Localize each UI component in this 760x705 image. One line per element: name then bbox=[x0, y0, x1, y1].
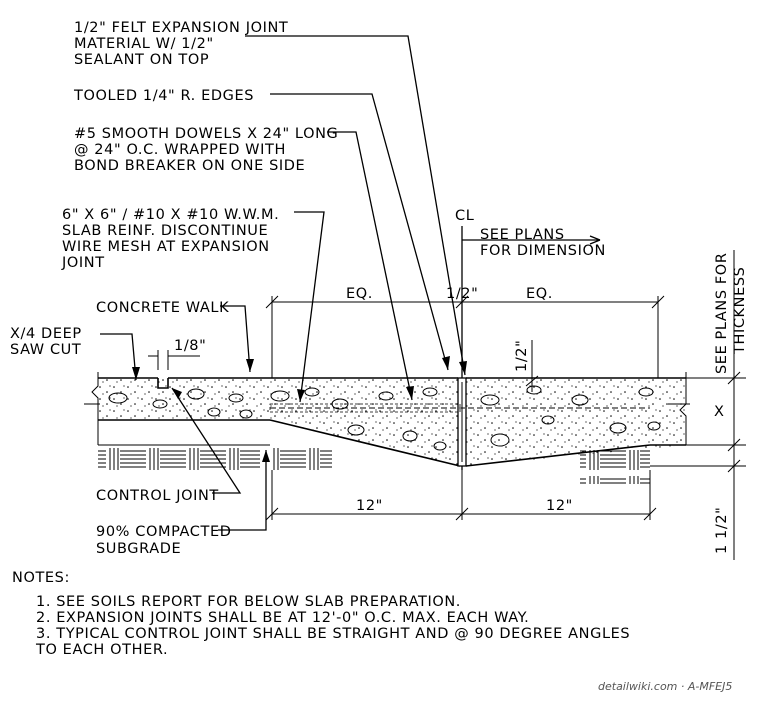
see-plans-line-1: SEE PLANS bbox=[480, 227, 565, 243]
wwm-line-2: SLAB REINF. DISCONTINUE bbox=[62, 223, 268, 239]
subgrade-hatch bbox=[98, 446, 650, 484]
note-3: 3. TYPICAL CONTROL JOINT SHALL BE STRAIG… bbox=[36, 626, 630, 642]
half-inch-top-label: 1/2" bbox=[446, 286, 478, 302]
twelve-left-label: 12" bbox=[356, 498, 383, 514]
leader-lines bbox=[100, 35, 601, 531]
concrete-walk-leader bbox=[220, 305, 251, 373]
thickness-line-2: THICKNESS bbox=[732, 267, 748, 356]
dowels-callout: #5 SMOOTH DOWELS X 24" LONG @ 24" O.C. W… bbox=[74, 126, 338, 174]
dimension-lines bbox=[265, 250, 746, 560]
twelve-right-label: 12" bbox=[546, 498, 573, 514]
notes-heading: NOTES: bbox=[12, 570, 70, 586]
subgrade-line-1: 90% COMPACTED bbox=[96, 524, 231, 540]
watermark: detailwiki.com · A-MFEJ5 bbox=[598, 680, 732, 693]
eq-left-label: EQ. bbox=[346, 286, 373, 302]
note-3-continued: TO EACH OTHER. bbox=[35, 642, 168, 658]
dowel-bar bbox=[269, 403, 461, 413]
wwm-line-3: WIRE MESH AT EXPANSION bbox=[62, 239, 270, 255]
concrete-walk-label: CONCRETE WALK bbox=[96, 300, 229, 316]
dowels-leader bbox=[327, 131, 413, 401]
see-plans-arrow-b bbox=[589, 239, 601, 245]
see-plans-arrow-a bbox=[589, 235, 601, 241]
dowels-line-3: BOND BREAKER ON ONE SIDE bbox=[74, 158, 305, 174]
saw-cut-line-1: X/4 DEEP bbox=[10, 326, 82, 342]
see-plans-thickness-callout: SEE PLANS FOR THICKNESS bbox=[714, 253, 748, 375]
saw-cut-callout: X/4 DEEP SAW CUT bbox=[10, 326, 82, 358]
control-joint-leader bbox=[171, 387, 242, 494]
wwm-callout: 6" X 6" / #10 X #10 W.W.M. SLAB REINF. D… bbox=[61, 207, 279, 271]
eighth-inch-label: 1/8" bbox=[174, 338, 206, 354]
note-1: 1. SEE SOILS REPORT FOR BELOW SLAB PREPA… bbox=[36, 594, 461, 610]
tooled-edges-leader bbox=[270, 93, 449, 371]
centerline-label: CL bbox=[455, 208, 474, 224]
wwm-line-1: 6" X 6" / #10 X #10 W.W.M. bbox=[62, 207, 279, 223]
saw-cut-line-2: SAW CUT bbox=[10, 342, 81, 358]
felt-joint-line-3: SEALANT ON TOP bbox=[74, 52, 209, 68]
notes-block: NOTES: 1. SEE SOILS REPORT FOR BELOW SLA… bbox=[12, 570, 630, 658]
one-half-label: 1 1/2" bbox=[714, 507, 730, 554]
saw-cut-notch bbox=[157, 378, 169, 389]
dowels-line-2: @ 24" O.C. WRAPPED WITH bbox=[74, 142, 286, 158]
subgrade-leader bbox=[218, 450, 267, 531]
half-inch-side-label: 1/2" bbox=[514, 340, 530, 372]
dowels-line-1: #5 SMOOTH DOWELS X 24" LONG bbox=[74, 126, 338, 142]
x-dimension-label: X bbox=[714, 404, 725, 420]
subgrade-line-2: SUBGRADE bbox=[96, 541, 181, 557]
see-plans-dimension-callout: SEE PLANS FOR DIMENSION bbox=[480, 227, 606, 259]
felt-joint-leader bbox=[245, 35, 466, 376]
wwm-line-4: JOINT bbox=[61, 255, 105, 271]
wwm-leader bbox=[294, 211, 325, 403]
felt-joint-line-1: 1/2" FELT EXPANSION JOINT bbox=[74, 20, 288, 36]
subgrade-callout: 90% COMPACTED SUBGRADE bbox=[96, 524, 231, 557]
felt-joint-line-2: MATERIAL W/ 1/2" bbox=[74, 36, 214, 52]
note-2: 2. EXPANSION JOINTS SHALL BE AT 12'-0" O… bbox=[36, 610, 529, 626]
tooled-edges-label: TOOLED 1/4" R. EDGES bbox=[73, 88, 254, 104]
see-plans-line-2: FOR DIMENSION bbox=[480, 243, 606, 259]
thickness-line-1: SEE PLANS FOR bbox=[714, 253, 730, 375]
saw-cut-leader bbox=[100, 333, 137, 381]
control-joint-label: CONTROL JOINT bbox=[96, 488, 219, 504]
eq-right-label: EQ. bbox=[526, 286, 553, 302]
felt-joint-callout: 1/2" FELT EXPANSION JOINT MATERIAL W/ 1/… bbox=[74, 20, 288, 68]
